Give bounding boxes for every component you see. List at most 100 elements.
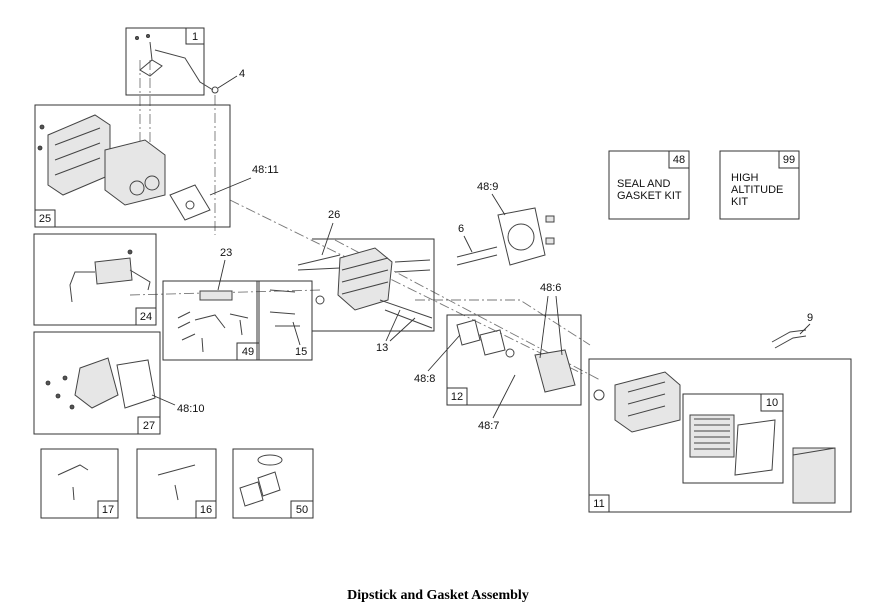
tube-ring	[211, 86, 219, 94]
callout-6: 6	[458, 223, 464, 235]
kit-48-number-box	[668, 150, 690, 169]
group-10-number-box	[760, 393, 784, 412]
air-cleaner-base	[614, 371, 681, 433]
group-25-muffler: 25	[34, 104, 231, 228]
carburetor-body	[534, 349, 576, 393]
group-50-number: 50	[296, 504, 308, 516]
group-1-frame	[125, 27, 205, 96]
group-16-number-box	[195, 500, 217, 519]
muffler-body	[104, 139, 166, 206]
group-1-dipstick: 1	[125, 27, 219, 96]
group-12-number-box	[446, 387, 468, 406]
spacer	[479, 329, 506, 356]
screw	[37, 145, 43, 151]
screw	[69, 404, 75, 410]
callout-13: 13	[376, 342, 388, 354]
group-50-frame	[232, 448, 314, 519]
group-12-number: 12	[451, 391, 463, 403]
group-17-number-box	[97, 500, 119, 519]
group-11-number-box	[588, 494, 610, 513]
group-16: 16	[136, 448, 217, 519]
callouts: 4 48:11 26 23 48:9 6 48:6 9 15 13 48:8 4…	[151, 68, 813, 432]
air-cleaner-cover	[792, 447, 836, 504]
kit-99-line-3: KIT	[731, 196, 748, 208]
callout-23: 23	[220, 247, 232, 259]
group-49-number: 49	[242, 346, 254, 358]
head-studs	[379, 299, 433, 329]
screw	[62, 375, 68, 381]
group-25-frame	[34, 104, 231, 228]
group-1-number-box	[185, 27, 205, 45]
group-50-number-box	[290, 500, 314, 519]
muffler-gasket	[169, 184, 211, 221]
group-24-frame	[33, 233, 157, 326]
callout-9: 9	[807, 312, 813, 324]
pushrod	[456, 254, 498, 266]
bolt-frame	[256, 280, 313, 361]
dipstick-shaft	[149, 41, 153, 61]
muffler-port	[144, 175, 160, 191]
group-27-number-box	[137, 416, 161, 435]
callout-48-9: 48:9	[477, 181, 498, 193]
group-10-frame	[682, 393, 784, 484]
group-11-number: 11	[593, 498, 604, 510]
intake-gasket	[456, 319, 481, 346]
diagram-caption: Dipstick and Gasket Assembly	[347, 588, 529, 603]
gasket	[257, 471, 281, 497]
kit-99-line-1: HIGH	[731, 172, 759, 184]
head-bolts	[269, 289, 300, 327]
base-ribs	[627, 381, 666, 417]
dipstick-tube	[154, 49, 214, 91]
breather-hose	[771, 329, 807, 349]
shield-slots	[54, 127, 101, 176]
o-ring	[257, 454, 283, 466]
fitting	[505, 348, 515, 358]
screw	[127, 249, 133, 255]
dowel	[545, 215, 555, 223]
pre-cleaner	[734, 419, 776, 476]
cylinder-head	[256, 238, 435, 361]
callout-48-11: 48:11	[252, 164, 279, 176]
filter-pleats	[694, 418, 730, 450]
group-17-frame	[40, 448, 119, 519]
group-12-frame	[446, 314, 582, 406]
gasket	[239, 481, 264, 507]
pin	[72, 486, 75, 501]
dipstick-cap	[139, 59, 163, 77]
gasket-hole	[185, 200, 195, 210]
cooling-fins	[341, 257, 389, 295]
group-49-frame	[162, 280, 260, 361]
callout-48-8: 48:8	[414, 373, 435, 385]
pushrods	[456, 246, 498, 266]
head-gasket	[497, 207, 555, 266]
valve-springs	[177, 311, 196, 341]
rocker-arm	[194, 314, 226, 329]
valves	[394, 259, 431, 273]
gasket-bore	[507, 223, 535, 251]
callout-48-10: 48:10	[177, 403, 205, 415]
group-12-carburetor: 12	[446, 314, 582, 406]
shaft	[157, 464, 196, 476]
kit-48: 48 SEAL AND GASKET KIT	[608, 150, 690, 220]
callout-26: 26	[328, 209, 340, 221]
callout-48-7: 48:7	[478, 420, 499, 432]
group-17-number: 17	[102, 504, 114, 516]
kit-99-number-box	[778, 150, 800, 169]
kit-99-number: 99	[783, 154, 795, 166]
cover-lip	[792, 447, 836, 456]
screw	[39, 124, 45, 130]
kit-99-frame	[719, 150, 800, 220]
kit-99: 99 HIGH ALTITUDE KIT	[719, 150, 800, 220]
kit-48-line-1: SEAL AND	[617, 178, 670, 190]
ignition-coil	[94, 257, 133, 285]
callout-15: 15	[295, 346, 307, 358]
muffler-port	[129, 180, 145, 196]
breather-tube	[771, 329, 807, 349]
valve-pin	[201, 337, 204, 353]
dowel	[545, 237, 555, 245]
pushrod	[229, 313, 249, 336]
kit-99-line-2: ALTITUDE	[731, 184, 783, 196]
group-17: 17	[40, 448, 119, 519]
group-49-valve-parts: 49	[162, 280, 260, 361]
